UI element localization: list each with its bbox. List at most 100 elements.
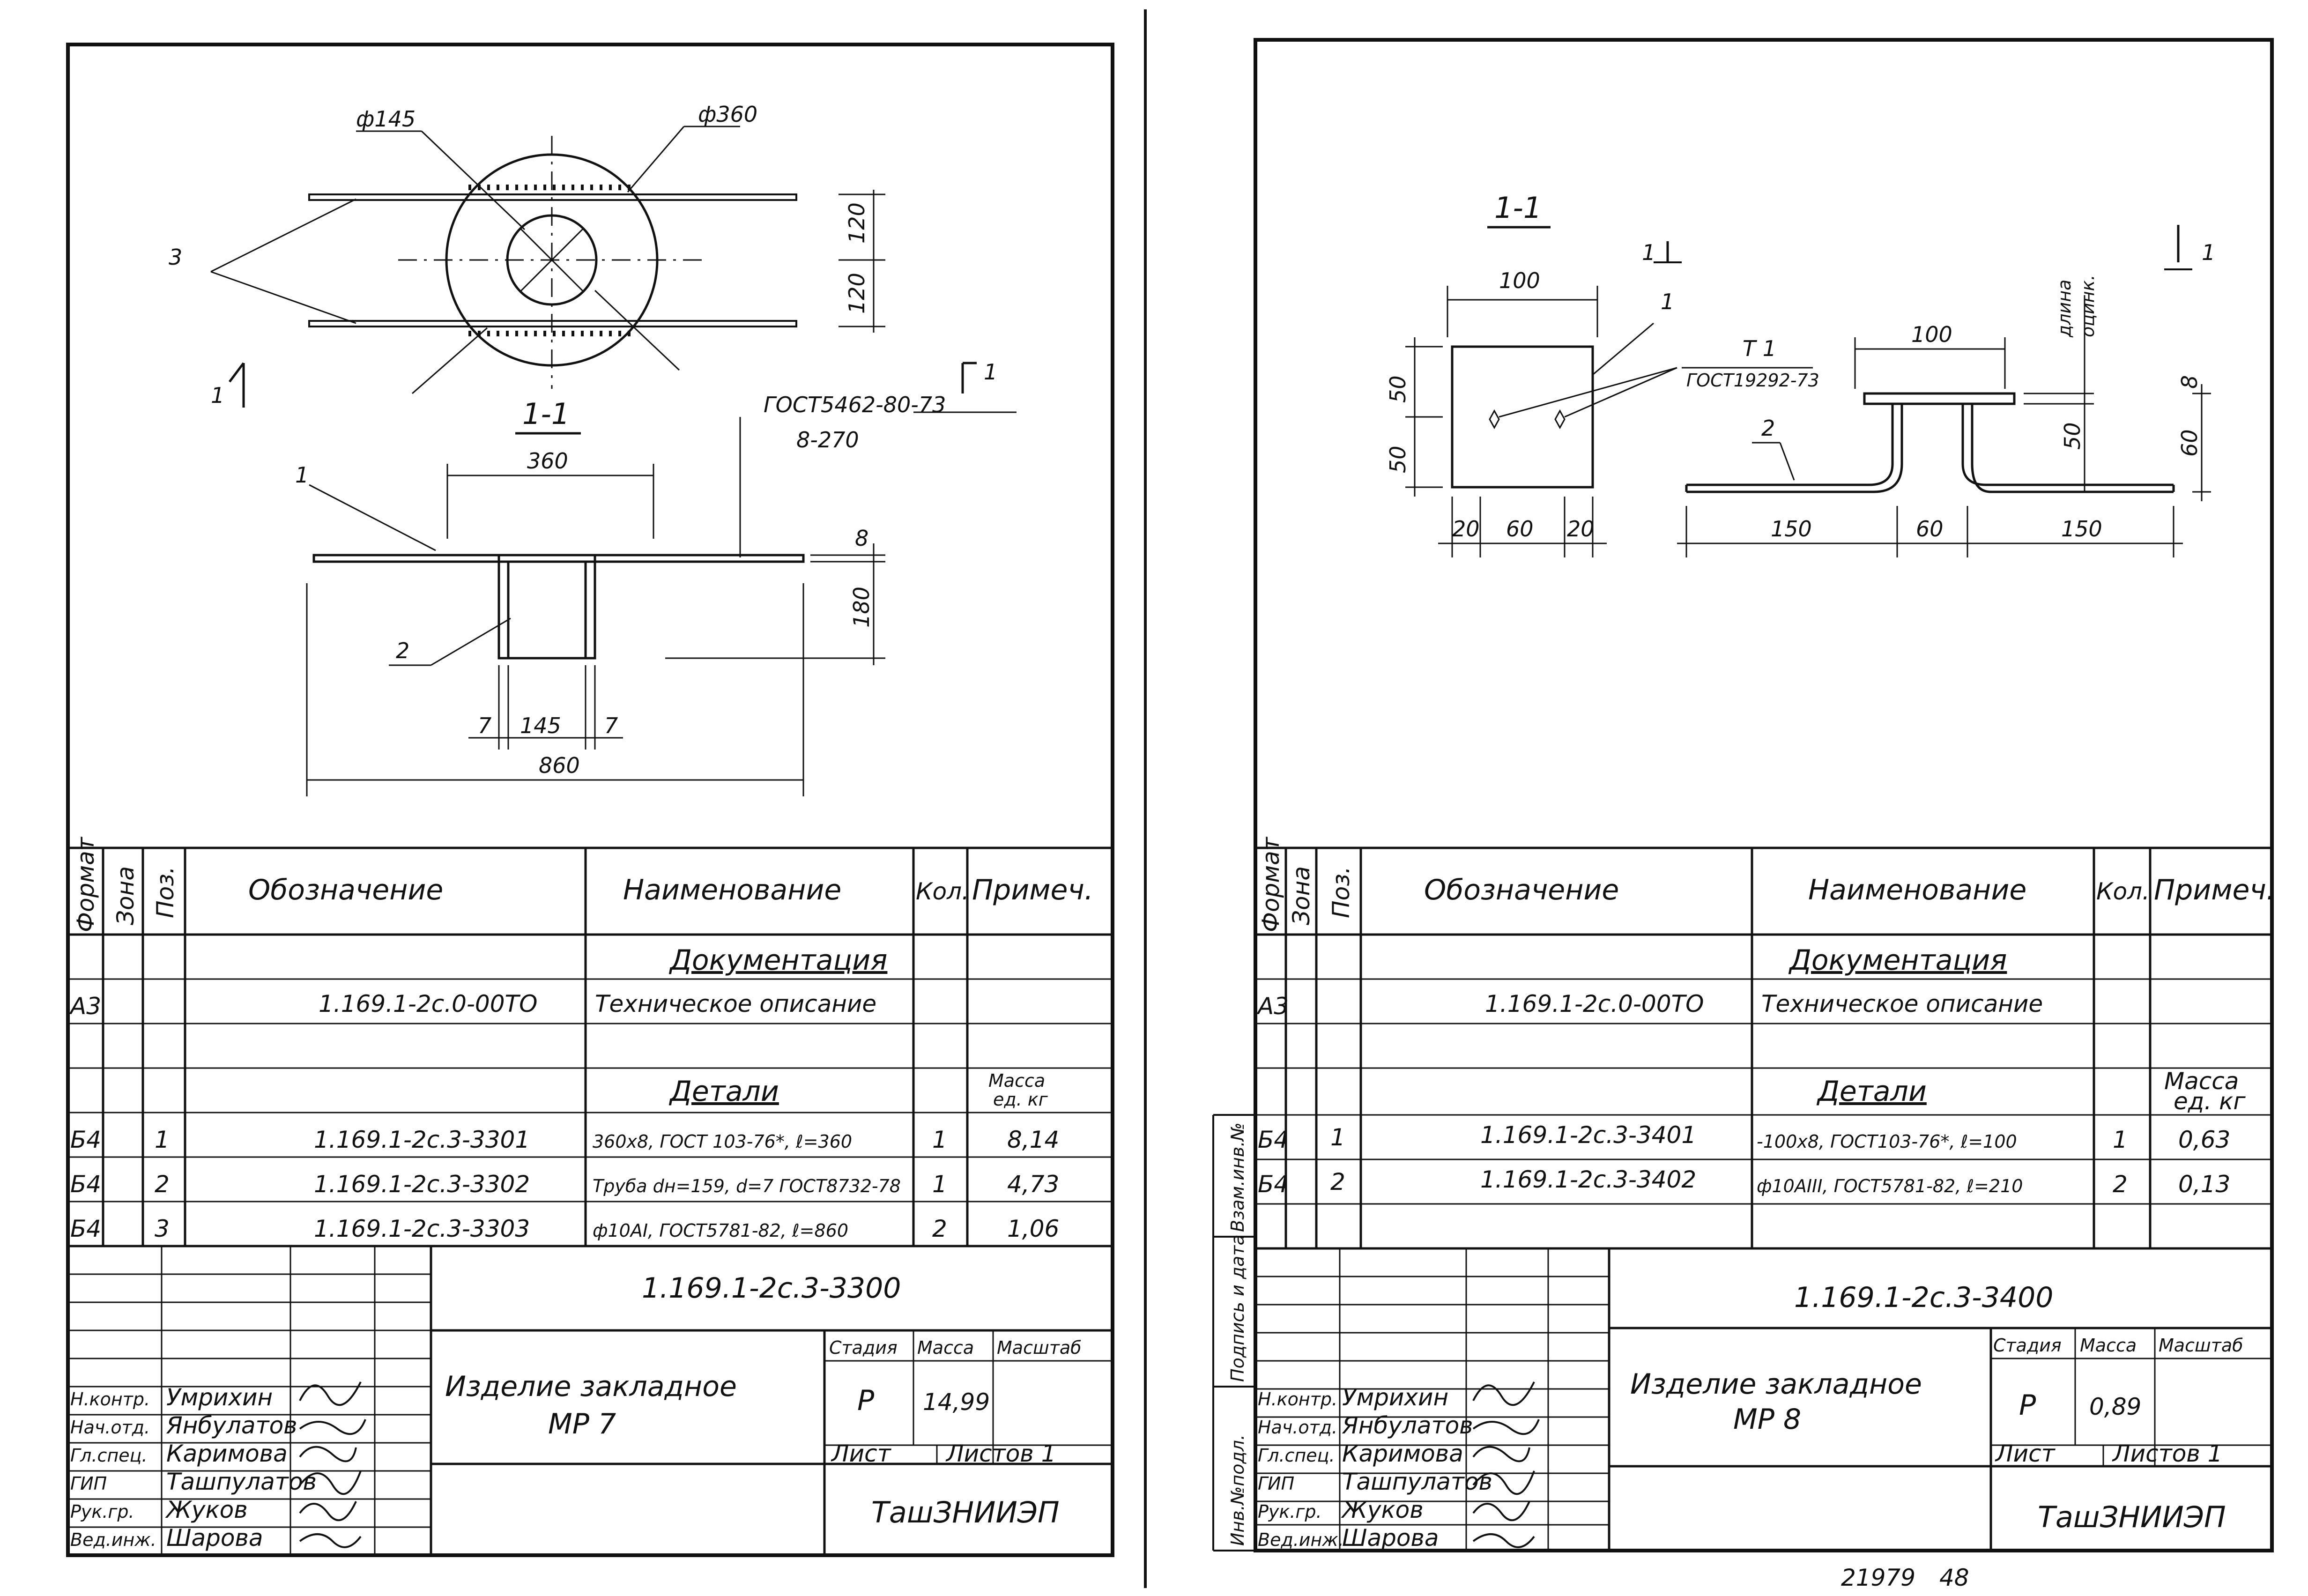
doc-format: А3 xyxy=(69,993,101,1020)
dim-145: 145 xyxy=(520,713,561,738)
right-callout-2: 2 xyxy=(1761,416,1775,441)
right-doc-heading: Документация xyxy=(1788,944,2007,977)
right-side-strip xyxy=(1212,1114,1255,1551)
dim-120-top: 120 xyxy=(844,202,869,244)
right-table-row: Б4 2 1.169.1-2с.3-3402 ф10АIII, ГОСТ5781… xyxy=(1258,1166,2230,1198)
right-col-designation: Обозначение xyxy=(1424,874,1619,906)
left-table-row: Б4 3 1.169.1-2с.3-3303 ф10АI, ГОСТ5781-8… xyxy=(70,1215,1059,1242)
right-stage-label: Стадия xyxy=(1993,1335,2062,1356)
rrow1-pos: 1 xyxy=(1330,1124,1345,1151)
people-role: Н.контр. xyxy=(1258,1389,1337,1410)
people-role: Вед.инж. xyxy=(1258,1529,1344,1550)
row3-name: ф10АI, ГОСТ5781-82, ℓ=860 xyxy=(593,1220,848,1241)
rrow1-note: 0,63 xyxy=(2178,1126,2230,1153)
right-frame xyxy=(1254,38,2274,1552)
left-section-view xyxy=(306,464,885,796)
callout-2: 2 xyxy=(396,638,409,663)
row3-designation: 1.169.1-2с.3-3303 xyxy=(314,1215,530,1242)
right-section-view xyxy=(1677,295,2211,557)
right-title-block xyxy=(1255,1248,2272,1551)
left-stamp-code: 1.169.1-2с.3-3300 xyxy=(642,1272,901,1305)
people-role: Гл.спец. xyxy=(70,1445,148,1466)
right-signatures xyxy=(1472,1381,1540,1548)
right-spec-table xyxy=(1255,846,2272,1250)
doc-designation: 1.169.1-2с.0-00ТО xyxy=(319,990,537,1017)
side-inv-orig: Инв.№подл. xyxy=(1227,1434,1248,1546)
left-mass: 14,99 xyxy=(923,1388,990,1416)
diam-small-label: ф145 xyxy=(356,106,416,132)
people-name: Каримова xyxy=(1342,1440,1463,1467)
row3-pos: 3 xyxy=(155,1215,170,1242)
row2-pos: 2 xyxy=(155,1171,170,1198)
right-col-format: Формат xyxy=(1257,836,1284,932)
rrow2-qty: 2 xyxy=(2113,1171,2128,1198)
left-stage: Р xyxy=(857,1384,875,1417)
right-stamp-title-2: МР 8 xyxy=(1733,1403,1801,1436)
col-zone: Зона xyxy=(112,866,139,925)
left-spec-table xyxy=(68,846,1113,1247)
right-sheet: 1-1 1 1 100 xyxy=(1212,38,2275,1591)
people-role: Рук.гр. xyxy=(70,1501,134,1522)
right-gost: ГОСТ19292-73 xyxy=(1686,370,1819,391)
col-name: Наименование xyxy=(623,874,841,906)
right-section-mark-right: 1 xyxy=(2202,240,2215,265)
right-col-qty: Кол. xyxy=(2096,878,2150,905)
right-t1: Т 1 xyxy=(1743,336,1776,361)
right-details-heading: Детали xyxy=(1816,1075,1927,1108)
right-people: Н.контр. Умрихин Нач.отд. Янбулатов Гл.с… xyxy=(1258,1384,1492,1551)
dim-860: 860 xyxy=(539,753,580,778)
right-dim-50-b: 50 xyxy=(1385,445,1410,473)
row2-format: Б4 xyxy=(70,1171,101,1198)
left-scale-label: Масштаб xyxy=(997,1337,1082,1358)
right-dim-60: 60 xyxy=(1506,516,1534,542)
right-col-pos: Поз. xyxy=(1328,866,1355,918)
left-sheet-label: Лист xyxy=(831,1440,892,1467)
doc-heading: Документация xyxy=(668,944,887,977)
weld-note-2: 8-270 xyxy=(796,427,859,453)
left-title-block xyxy=(68,1246,1113,1555)
row1-designation: 1.169.1-2с.3-3301 xyxy=(314,1126,530,1153)
callout-1: 1 xyxy=(295,462,309,488)
row3-note: 1,06 xyxy=(1007,1215,1059,1242)
right-dim-60-v: 60 xyxy=(2177,429,2202,457)
right-stamp-code: 1.169.1-2с.3-3400 xyxy=(1794,1281,2053,1314)
left-plan-view xyxy=(210,126,1017,557)
left-stamp-title-1: Изделие закладное xyxy=(445,1370,737,1403)
left-stamp-title-2: МР 7 xyxy=(548,1408,616,1440)
people-name: Шарова xyxy=(1342,1524,1439,1551)
right-sheet-label: Лист xyxy=(1995,1440,2056,1467)
people-name: Шарова xyxy=(166,1524,263,1551)
dim-180: 180 xyxy=(849,586,874,628)
rrow2-name: ф10АIII, ГОСТ5781-82, ℓ=210 xyxy=(1757,1176,2023,1196)
right-dim-60-h: 60 xyxy=(1916,516,1944,542)
left-sheets-label: Листов 1 xyxy=(945,1440,1056,1467)
row2-name: Труба dн=159, d=7 ГОСТ8732-78 xyxy=(593,1176,901,1196)
right-dim-150-b: 150 xyxy=(2061,516,2102,542)
row2-note: 4,73 xyxy=(1007,1171,1059,1198)
right-callout-1: 1 xyxy=(1661,289,1674,314)
right-dim-50-a: 50 xyxy=(1385,375,1410,403)
row1-format: Б4 xyxy=(70,1126,101,1153)
right-scale-label: Масштаб xyxy=(2159,1335,2243,1356)
people-name: Ташпулатов xyxy=(1342,1468,1492,1495)
col-note: Примеч. xyxy=(972,874,1093,906)
left-table-row: Б4 1 1.169.1-2с.3-3301 360х8, ГОСТ 103-7… xyxy=(70,1126,1059,1153)
right-col-note: Примеч. xyxy=(2154,874,2275,906)
rrow2-note: 0,13 xyxy=(2178,1171,2230,1198)
right-plate-view xyxy=(1405,225,2192,557)
right-galv-1: длина xyxy=(2054,280,2075,338)
people-name: Каримова xyxy=(166,1440,288,1467)
left-section-title: 1-1 xyxy=(522,397,570,431)
people-name: Жуков xyxy=(165,1496,248,1523)
right-galv-2: оцинк. xyxy=(2078,275,2098,337)
right-dim-100-plate: 100 xyxy=(1499,268,1540,293)
right-section-title: 1-1 xyxy=(1494,191,1542,225)
rrow1-name: -100х8, ГОСТ103-76*, ℓ=100 xyxy=(1757,1131,2017,1152)
people-name: Умрихин xyxy=(1342,1384,1448,1411)
right-mass-label-1: Масса xyxy=(2164,1068,2239,1095)
right-doc-name: Техническое описание xyxy=(1761,990,2043,1017)
right-dim-50: 50 xyxy=(2060,422,2085,450)
left-stage-label: Стадия xyxy=(829,1337,898,1358)
right-mass: 0,89 xyxy=(2089,1393,2141,1420)
